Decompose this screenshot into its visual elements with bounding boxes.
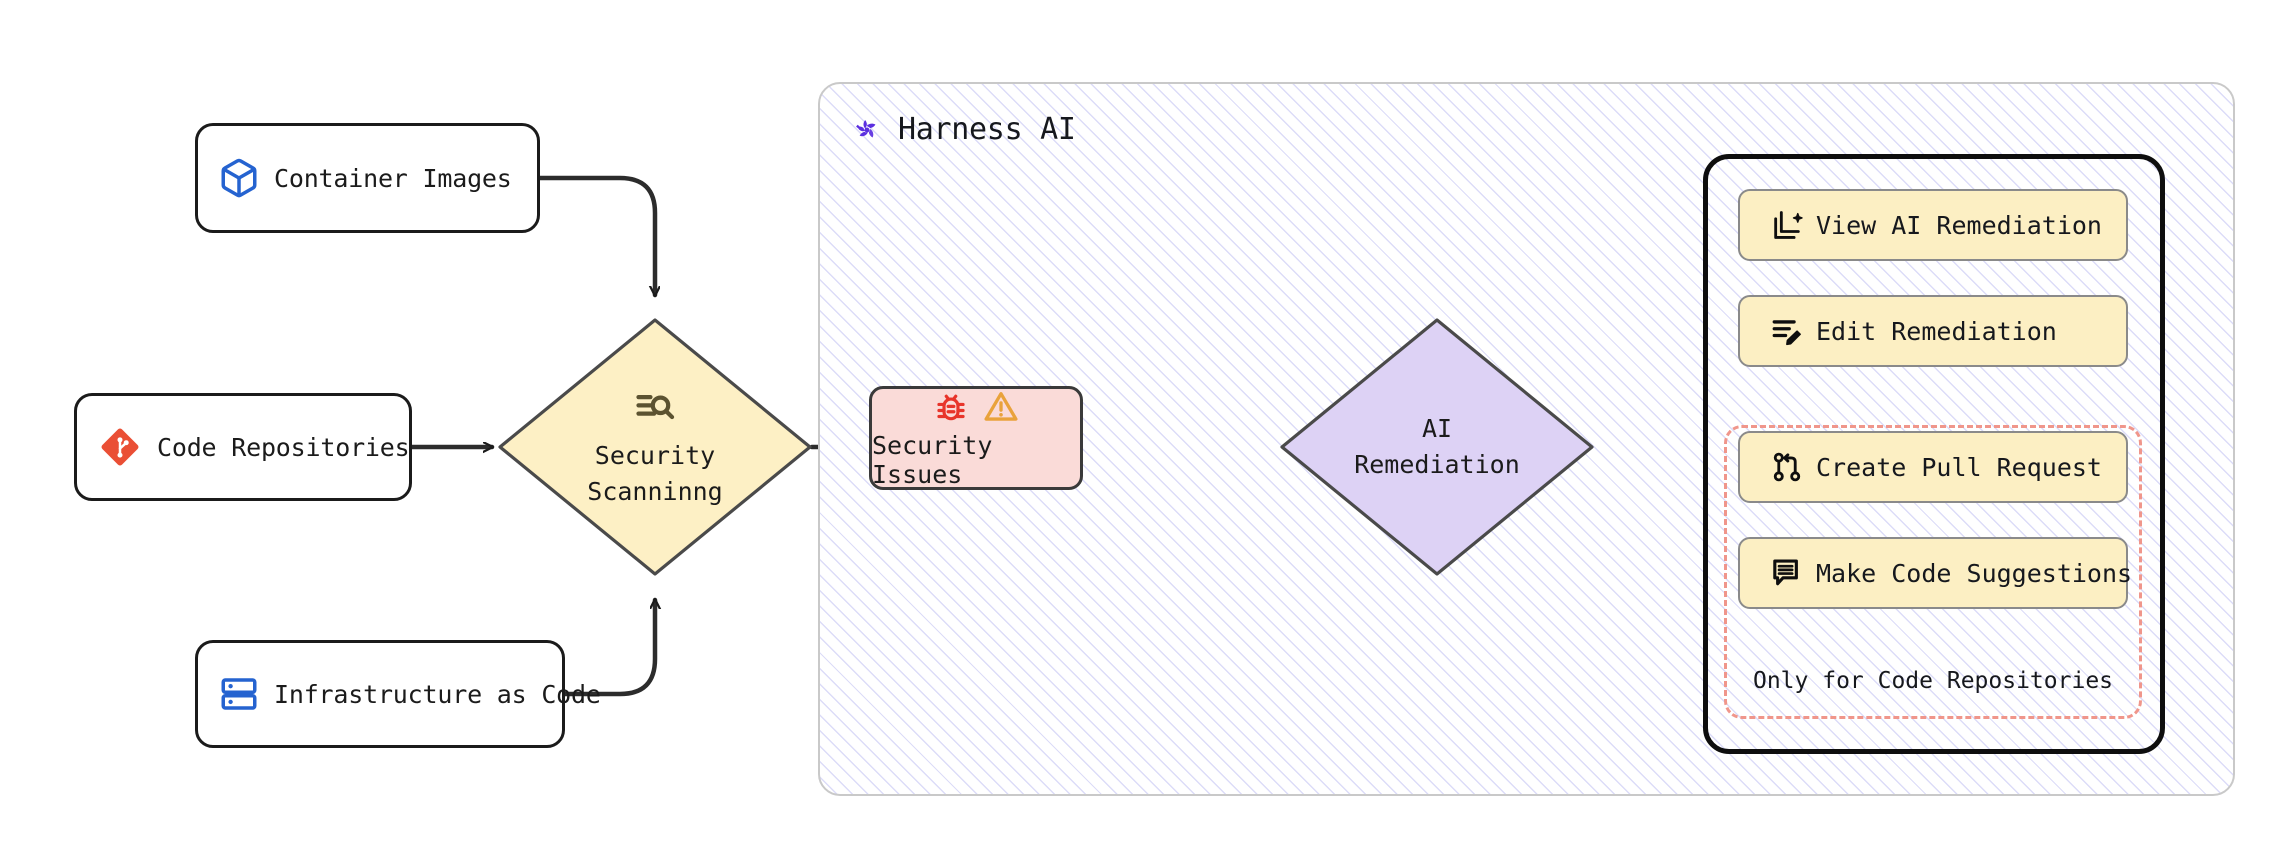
bug-icon [932,388,970,426]
pull-request-icon [1770,450,1804,484]
restriction-caption: Only for Code Repositories [1752,668,2114,694]
security-issues-icon-row [932,388,1020,426]
harness-logo-icon [850,113,884,147]
harness-ai-header: Harness AI [850,112,1076,147]
edge-container-images-to-scanning [367,175,655,298]
node-security-issues[interactable]: Security Issues [869,386,1083,490]
code-repositories-restriction-group: Only for Code Repositories [1724,425,2142,719]
git-diamond-icon [97,424,143,470]
edge-infrastructure-to-scanning [562,597,655,697]
cube-icon [218,157,260,199]
ai-document-sparkle-icon [1770,208,1804,242]
action-make-code-suggestions[interactable]: Make Code Suggestions [1738,537,2132,609]
server-stack-icon [218,673,260,715]
action-edit-remediation[interactable]: Edit Remediation [1738,295,2128,367]
list-pencil-icon [1770,314,1804,348]
node-label: Infrastructure as Code [274,679,601,709]
action-label: Make Code Suggestions [1816,558,2133,588]
node-label: Container Images [274,163,512,193]
warning-triangle-icon [982,388,1020,426]
harness-ai-label: Harness AI [898,112,1076,147]
comment-lines-icon [1770,556,1804,590]
action-view-ai-remediation[interactable]: View AI Remediation [1738,189,2128,261]
node-container-images[interactable]: Container Images [195,123,540,233]
node-code-repositories[interactable]: Code Repositories [74,393,412,501]
action-panel: Only for Code Repositories View AI Remed… [1703,154,2165,754]
action-label: View AI Remediation [1816,210,2102,240]
action-create-pull-request[interactable]: Create Pull Request [1738,431,2128,503]
action-label: Create Pull Request [1816,452,2102,482]
action-label: Edit Remediation [1816,316,2057,346]
node-label: Security Issues [872,430,993,489]
ai-remediation-shape [1280,318,1594,576]
node-label: Code Repositories [157,432,410,462]
node-infrastructure-as-code[interactable]: Infrastructure as Code [195,640,601,748]
node-ai-remediation[interactable]: AI Remediation [1278,316,1596,578]
security-scanning-shape [498,318,812,576]
node-security-scanning[interactable]: Security Scanninng [496,316,814,578]
